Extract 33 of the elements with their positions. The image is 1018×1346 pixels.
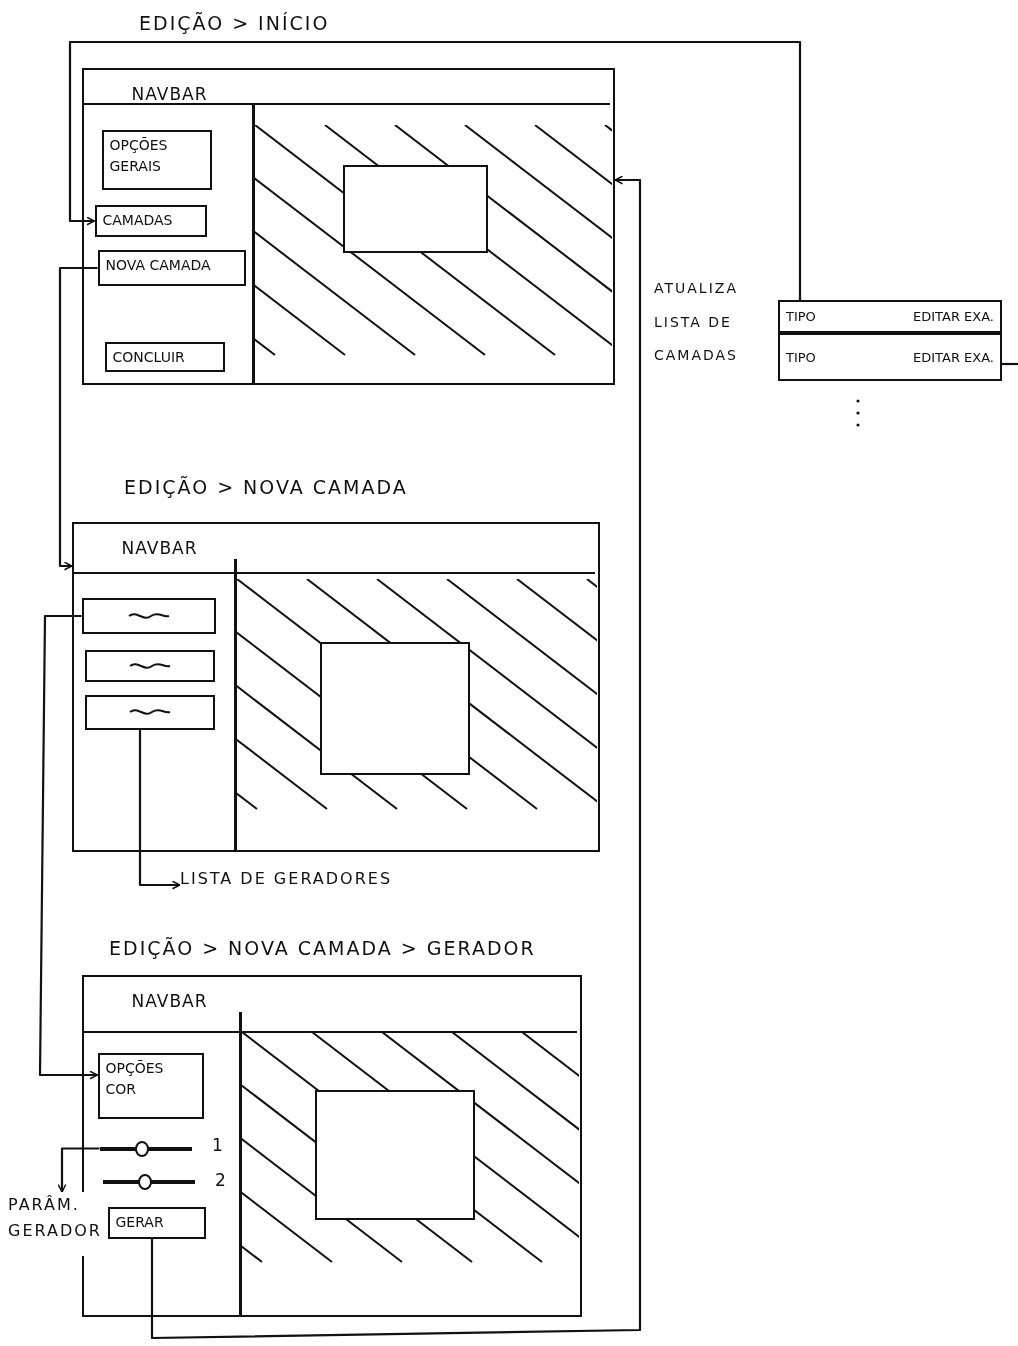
table-row	[778, 333, 1002, 381]
table-cell: TIPO	[786, 309, 816, 324]
canvas-box	[319, 641, 470, 775]
page-title: EDIÇÃO > NOVA CAMADA	[124, 476, 408, 498]
navbar: NAVBAR	[81, 974, 577, 1033]
page-title: EDIÇÃO > INÍCIO	[139, 12, 330, 34]
list-item-box	[81, 597, 216, 634]
menu-button: CAMADAS	[94, 204, 207, 237]
table-row	[778, 300, 1002, 333]
arrow	[138, 729, 181, 890]
menu-button: CONCLUIR	[104, 341, 225, 372]
arrow	[57, 1147, 100, 1193]
slider-value: 2	[215, 1170, 226, 1190]
list-item-box	[84, 649, 215, 682]
connector-line	[1002, 362, 1018, 366]
menu-button: GERAR	[107, 1206, 206, 1239]
navbar: NAVBAR	[81, 67, 610, 105]
menu-button: NOVA CAMADA	[97, 249, 246, 286]
table-cell: EDITAR EXA.	[913, 349, 994, 365]
table-cell: EDITAR EXA.	[913, 309, 994, 324]
arrow	[150, 175, 642, 1340]
menu-button: OPÇÕES GERAIS	[101, 129, 212, 190]
slider-value: 1	[212, 1135, 223, 1155]
menu-button: OPÇÕES COR	[97, 1052, 204, 1119]
navbar: NAVBAR	[71, 521, 595, 574]
page-title: EDIÇÃO > NOVA CAMADA > GERADOR	[109, 937, 536, 959]
canvas-box	[342, 164, 488, 253]
table-cell: TIPO	[786, 349, 816, 365]
list-item-box	[84, 694, 215, 730]
arrow	[58, 266, 98, 571]
arrow	[68, 40, 802, 300]
canvas-box	[314, 1089, 475, 1220]
arrow	[38, 614, 99, 1080]
